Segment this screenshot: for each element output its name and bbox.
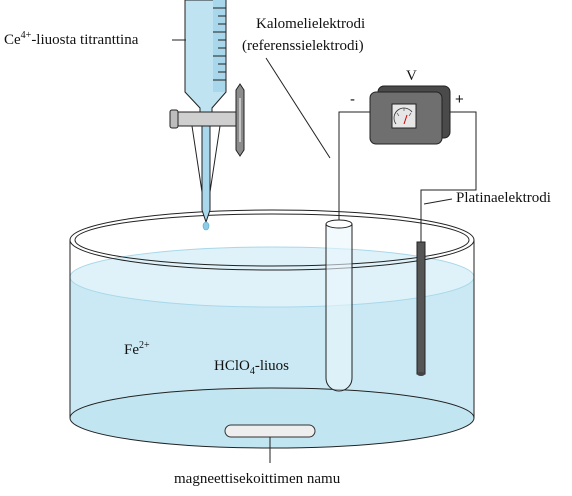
burette [169, 0, 245, 231]
calomel-label-line1: Kalomelielektrodi [256, 16, 365, 32]
platinum-label: Platinaelektrodi [456, 190, 551, 206]
platinum-electrode [416, 241, 426, 376]
beaker-bottom [69, 387, 475, 449]
beaker-rim-inner [74, 213, 470, 267]
positive-terminal-sign: + [455, 91, 464, 108]
calomel-electrode [325, 219, 353, 392]
voltmeter [369, 85, 451, 145]
voltmeter-symbol: V [406, 68, 417, 84]
burette-graduations [213, 7, 226, 81]
calomel-leader-line [265, 57, 331, 159]
iron-ion-label: Fe2+ [124, 340, 150, 358]
beaker [69, 209, 475, 449]
stopcock-bar [175, 111, 245, 127]
stir-bar [224, 424, 316, 438]
platinum-leader-line [423, 198, 453, 205]
beaker-rim-outer [69, 209, 475, 271]
wire-negative [338, 111, 372, 220]
titrant-drop [202, 221, 210, 231]
titrant-label: Ce4+-liuosta titranttina [4, 30, 139, 48]
calomel-label-line2: (referenssielektrodi) [242, 38, 364, 54]
stir-bar-label: magneettisekoittimen namu [174, 471, 341, 487]
negative-terminal-sign: - [350, 91, 355, 108]
wire-positive [420, 111, 477, 242]
liquid-surface [69, 246, 475, 308]
solution-label: HClO4-liuos [214, 358, 289, 377]
voltmeter-needle [403, 114, 408, 125]
